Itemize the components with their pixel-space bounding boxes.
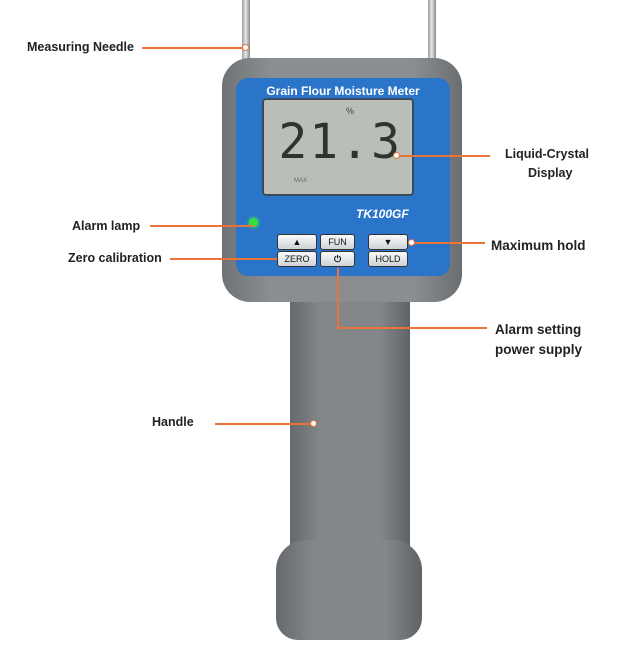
label-measuring-needle: Measuring Needle bbox=[27, 40, 134, 54]
alarm-lamp bbox=[249, 218, 258, 227]
callout-line bbox=[396, 155, 490, 157]
label-lcd-1: Liquid-Crystal bbox=[505, 147, 590, 161]
callout-line bbox=[150, 225, 254, 227]
callout-line bbox=[412, 242, 485, 244]
label-handle: Handle bbox=[152, 415, 194, 429]
handle-base bbox=[276, 540, 422, 640]
label-alarm-lamp: Alarm lamp bbox=[72, 219, 141, 233]
hold-button[interactable]: HOLD bbox=[368, 251, 408, 267]
label-maximum-hold: Maximum hold bbox=[491, 238, 586, 253]
device-title: Grain Flour Moisture Meter bbox=[266, 84, 420, 98]
up-button[interactable]: ▲ bbox=[277, 234, 317, 250]
power-button[interactable]: ⏻ bbox=[320, 251, 355, 267]
callout-line bbox=[337, 268, 339, 328]
handle bbox=[290, 290, 410, 570]
label-alarm-setting: Alarm setting bbox=[495, 322, 582, 337]
measuring-needle-right bbox=[428, 0, 436, 72]
callout-dot bbox=[393, 152, 400, 159]
fun-button[interactable]: FUN bbox=[320, 234, 355, 250]
lcd-max-indicator: MAX bbox=[294, 178, 308, 184]
measuring-needle-left bbox=[242, 0, 250, 72]
moisture-reading: 21.3 bbox=[278, 114, 402, 170]
callout-line bbox=[215, 423, 313, 425]
callout-dot bbox=[408, 239, 415, 246]
lcd-display: % 21.3 MAX bbox=[262, 98, 414, 196]
callout-line bbox=[170, 258, 277, 260]
unit: % bbox=[346, 106, 355, 116]
down-button[interactable]: ▼ bbox=[368, 234, 408, 250]
label-lcd-2: Display bbox=[528, 166, 573, 180]
model-number: TK100GF bbox=[356, 207, 409, 221]
zero-button[interactable]: ZERO bbox=[277, 251, 317, 267]
label-power-supply: power supply bbox=[495, 342, 583, 357]
callout-dot bbox=[310, 420, 317, 427]
callout-line bbox=[337, 327, 487, 329]
label-zero-calibration: Zero calibration bbox=[68, 251, 162, 265]
callout-line bbox=[142, 47, 246, 49]
callout-dot bbox=[242, 44, 249, 51]
